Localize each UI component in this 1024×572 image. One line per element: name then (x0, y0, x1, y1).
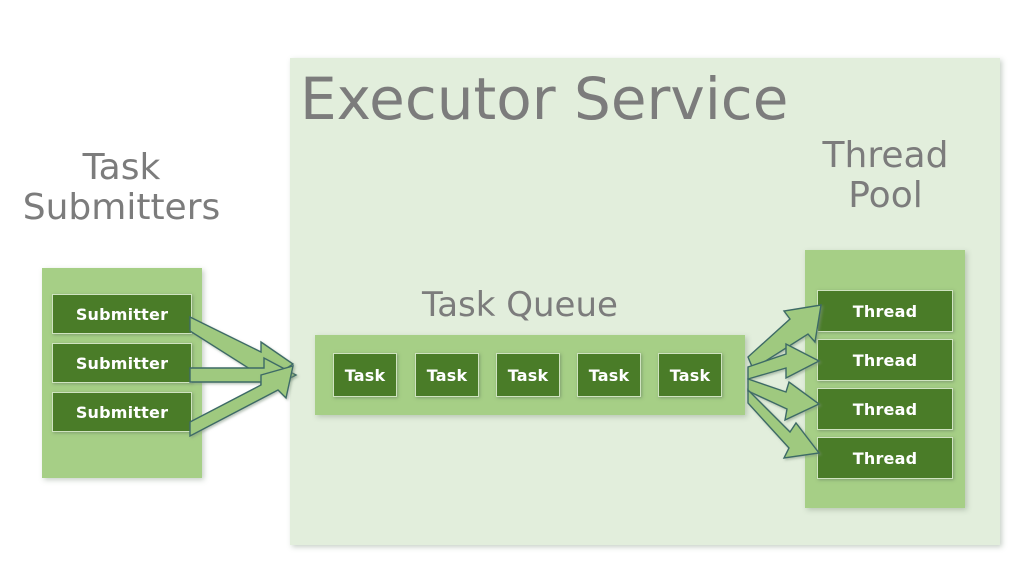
task-box-5[interactable]: Task (658, 353, 722, 397)
executor-service-title: Executor Service (300, 65, 789, 133)
task-submitters-caption: Task Submitters (22, 147, 221, 229)
thread-pool-caption: Thread Pool (822, 135, 949, 217)
arrow-submitter-3-to-queue (189, 365, 294, 438)
thread-box-3[interactable]: Thread (817, 388, 953, 430)
task-queue-group: Task Task Task Task Task (315, 335, 745, 415)
arrow-submitter-1-to-queue (189, 315, 295, 388)
arrow-submitter-2-to-queue (189, 356, 298, 394)
task-box-1[interactable]: Task (333, 353, 397, 397)
thread-box-4[interactable]: Thread (817, 437, 953, 479)
task-box-2[interactable]: Task (415, 353, 479, 397)
task-box-3[interactable]: Task (496, 353, 560, 397)
task-queue-caption: Task Queue (422, 285, 618, 325)
task-submitters-group: Submitter Submitter Submitter (42, 268, 202, 478)
submitter-box-1[interactable]: Submitter (52, 294, 192, 334)
thread-box-2[interactable]: Thread (817, 339, 953, 381)
submitter-box-3[interactable]: Submitter (52, 392, 192, 432)
task-box-4[interactable]: Task (577, 353, 641, 397)
thread-box-1[interactable]: Thread (817, 290, 953, 332)
thread-pool-group: Thread Thread Thread Thread (805, 250, 965, 508)
submitter-box-2[interactable]: Submitter (52, 343, 192, 383)
